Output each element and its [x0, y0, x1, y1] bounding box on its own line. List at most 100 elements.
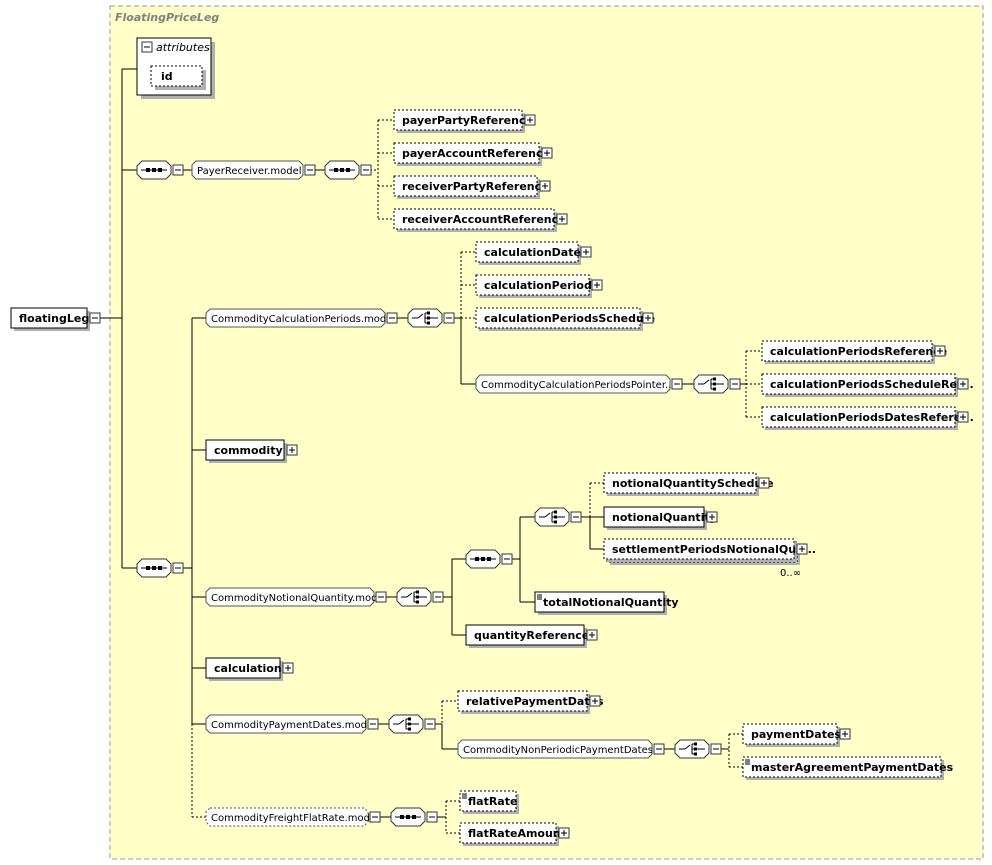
receiver-party-reference[interactable]: receiverPartyReference	[393, 175, 549, 199]
receiver-account-reference-expand-icon[interactable]	[556, 213, 568, 225]
calculation-periods-reference[interactable]: calculationPeriodsReference	[761, 340, 947, 364]
master-agreement-payment-dates[interactable]: masterAgreementPaymentDates	[742, 756, 954, 780]
calculation-periods-schedule[interactable]: calculationPeriodsSchedule	[475, 307, 655, 331]
payment-dates-model[interactable]: CommodityPaymentDates.model	[205, 714, 376, 734]
calc-pointer-model[interactable]: CommodityCalculationPeriodsPointer....	[475, 374, 678, 394]
calculation-dates[interactable]: calculationDates	[475, 241, 588, 265]
non-periodic-model-collapse-icon[interactable]	[653, 743, 665, 755]
calculation-expand-icon[interactable]	[282, 662, 294, 674]
notional-qty-model[interactable]: CommodityNotionalQuantity.model	[205, 587, 386, 607]
commodity-expand-icon[interactable]	[286, 444, 298, 456]
choice-notional-qty[interactable]	[534, 507, 570, 527]
container-title: FloatingPriceLeg	[115, 11, 219, 24]
sequence-payer-items-collapse-icon[interactable]	[360, 164, 372, 176]
sequence-payer-receiver-collapse-icon[interactable]	[172, 164, 184, 176]
attribute-id[interactable]	[150, 65, 203, 87]
sequence-notional-collapse-icon[interactable]	[501, 553, 513, 565]
calculation[interactable]: calculation	[205, 657, 283, 681]
settlement-cardinality: 0..∞	[780, 568, 801, 579]
notional-quantity-schedule-label: notionalQuantitySchedule	[612, 477, 774, 490]
notional-quantity-schedule[interactable]: notionalQuantitySchedule	[603, 472, 774, 496]
root-floating-leg-collapse-icon[interactable]	[89, 312, 101, 324]
sequence-main[interactable]	[136, 558, 172, 578]
receiver-account-reference-label: receiverAccountReference	[402, 213, 566, 226]
quantity-reference[interactable]: quantityReference	[465, 624, 589, 648]
payer-account-reference-expand-icon[interactable]	[541, 147, 553, 159]
sequence-payer-items[interactable]	[324, 160, 360, 180]
total-notional-quantity[interactable]: totalNotionalQuantity	[534, 591, 679, 615]
calc-periods-model-collapse-icon[interactable]	[386, 312, 398, 324]
attribute-id-label: id	[161, 70, 173, 83]
notional-qty-model-label: CommodityNotionalQuantity.model	[211, 593, 386, 604]
non-periodic-model[interactable]: CommodityNonPeriodicPaymentDates....	[457, 739, 666, 759]
notional-quantity[interactable]: notionalQuantity	[603, 506, 717, 530]
calculation-periods-reference-expand-icon[interactable]	[934, 345, 946, 357]
choice-payment-dates[interactable]	[388, 714, 424, 734]
freight-flat-rate-model-collapse-icon[interactable]	[369, 811, 381, 823]
calculation-periods-schedule-ref-label: calculationPeriodsScheduleRef...	[770, 378, 974, 391]
choice-calc-pointer-collapse-icon[interactable]	[729, 378, 741, 390]
payer-receiver-model[interactable]: PayerReceiver.model	[191, 160, 304, 180]
payer-account-reference[interactable]: payerAccountReference	[393, 142, 550, 166]
commodity[interactable]: commodity	[205, 439, 287, 463]
calculation-periods[interactable]: calculationPeriods	[475, 274, 599, 298]
choice-notional[interactable]	[396, 587, 432, 607]
receiver-account-reference[interactable]: receiverAccountReference	[393, 208, 566, 232]
calculation-periods-schedule-ref-expand-icon[interactable]	[957, 378, 969, 390]
relative-payment-dates[interactable]: relativePaymentDates	[457, 690, 604, 714]
calc-pointer-model-collapse-icon[interactable]	[671, 378, 683, 390]
non-periodic-model-label: CommodityNonPeriodicPaymentDates....	[463, 745, 666, 756]
flat-rate-amount-expand-icon[interactable]	[558, 827, 570, 839]
receiver-party-reference-label: receiverPartyReference	[402, 180, 549, 193]
sequence-freight[interactable]	[390, 807, 426, 827]
payer-party-reference-label: payerPartyReference	[402, 114, 533, 127]
notional-quantity-label: notionalQuantity	[612, 511, 717, 524]
calculation-periods-schedule-expand-icon[interactable]	[642, 312, 654, 324]
root-floating-leg[interactable]: floatingLeg	[10, 307, 90, 331]
calculation-periods-expand-icon[interactable]	[591, 279, 603, 291]
quantity-reference-expand-icon[interactable]	[586, 629, 598, 641]
calc-periods-model[interactable]: CommodityCalculationPeriods.model	[205, 308, 395, 328]
payer-receiver-model-label: PayerReceiver.model	[197, 166, 302, 177]
calculation-dates-expand-icon[interactable]	[580, 246, 592, 258]
calculation-periods-dates-ref-expand-icon[interactable]	[957, 411, 969, 423]
relative-payment-dates-label: relativePaymentDates	[466, 695, 604, 708]
payer-party-reference[interactable]: payerPartyReference	[393, 109, 533, 133]
receiver-party-reference-expand-icon[interactable]	[539, 180, 551, 192]
choice-non-periodic-collapse-icon[interactable]	[710, 743, 722, 755]
flat-rate[interactable]: flatRate	[459, 790, 519, 814]
notional-quantity-expand-icon[interactable]	[706, 511, 718, 523]
sequence-main-collapse-icon[interactable]	[172, 562, 184, 574]
choice-payment-dates-collapse-icon[interactable]	[424, 718, 436, 730]
sequence-freight-collapse-icon[interactable]	[426, 811, 438, 823]
notional-quantity-schedule-expand-icon[interactable]	[758, 477, 770, 489]
flat-rate-amount[interactable]: flatRateAmount	[459, 822, 566, 846]
calculation-periods-dates-ref[interactable]: calculationPeriodsDatesRefere...	[761, 406, 974, 430]
sequence-payer-receiver[interactable]	[136, 160, 172, 180]
choice-notional-qty-collapse-icon[interactable]	[570, 511, 582, 523]
choice-calc-periods[interactable]	[407, 308, 443, 328]
sequence-notional[interactable]	[465, 549, 501, 569]
connectors	[98, 68, 762, 834]
master-agreement-payment-dates-label: masterAgreementPaymentDates	[751, 761, 954, 774]
relative-payment-dates-expand-icon[interactable]	[589, 695, 601, 707]
calc-periods-model-label: CommodityCalculationPeriods.model	[211, 314, 395, 325]
choice-notional-collapse-icon[interactable]	[432, 591, 444, 603]
choice-non-periodic[interactable]	[674, 739, 710, 759]
choice-calc-periods-collapse-icon[interactable]	[443, 312, 455, 324]
calculation-periods-schedule-label: calculationPeriodsSchedule	[484, 312, 655, 325]
settlement-periods-notional-qua-expand-icon[interactable]	[796, 543, 808, 555]
calculation-periods-schedule-ref[interactable]: calculationPeriodsScheduleRef...	[761, 373, 974, 397]
payment-dates-expand-icon[interactable]	[839, 728, 851, 740]
settlement-periods-notional-qua-label: settlementPeriodsNotionalQua...	[612, 543, 816, 556]
notional-qty-model-collapse-icon[interactable]	[375, 591, 387, 603]
payer-receiver-model-collapse-icon[interactable]	[304, 164, 316, 176]
payment-dates-model-label: CommodityPaymentDates.model	[211, 720, 376, 731]
payer-party-reference-expand-icon[interactable]	[524, 114, 536, 126]
payment-dates[interactable]: paymentDates	[742, 723, 841, 747]
payment-dates-model-collapse-icon[interactable]	[367, 718, 379, 730]
choice-calc-pointer[interactable]	[693, 374, 729, 394]
settlement-periods-notional-qua[interactable]: settlementPeriodsNotionalQua...	[603, 538, 816, 562]
freight-flat-rate-model[interactable]: CommodityFreightFlatRate.model	[205, 807, 379, 827]
